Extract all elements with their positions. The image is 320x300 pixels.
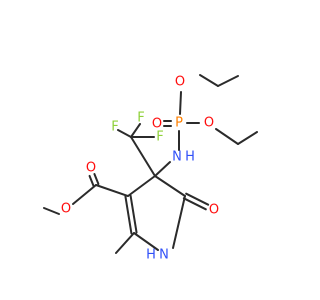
bond-line bbox=[185, 192, 210, 206]
phosphoryl-oxygen: O bbox=[152, 117, 162, 132]
bond-line bbox=[237, 131, 258, 145]
bond-line bbox=[115, 232, 135, 254]
ether-oxygen-upper: O bbox=[175, 75, 185, 90]
bond-line bbox=[124, 195, 133, 235]
bond-line bbox=[154, 175, 186, 197]
bond-line bbox=[88, 174, 95, 187]
bond-line bbox=[179, 91, 182, 115]
bond-line bbox=[154, 161, 171, 177]
bond-line bbox=[217, 75, 239, 87]
methoxy-oxygen: O bbox=[61, 202, 71, 217]
fluorine-atom-left: F bbox=[111, 120, 118, 135]
bond-line bbox=[182, 197, 207, 211]
bond-line bbox=[43, 207, 60, 215]
bond-line bbox=[130, 123, 141, 138]
ether-oxygen-lower: O bbox=[204, 116, 214, 131]
molecule-structure: O O P O F F F N H O O O N H bbox=[43, 74, 258, 263]
bond-line bbox=[133, 232, 159, 251]
bond-line bbox=[93, 173, 100, 186]
bond-layer bbox=[43, 74, 258, 254]
carbonyl-oxygen-ester: O bbox=[86, 161, 96, 176]
bond-line bbox=[215, 128, 239, 145]
bond-line bbox=[130, 136, 156, 177]
fluorine-atom-top: F bbox=[137, 111, 144, 126]
phosphorus-atom: P bbox=[175, 116, 183, 131]
bond-line bbox=[127, 175, 156, 197]
fluorine-atom-right: F bbox=[156, 130, 163, 145]
lactam-oxygen: O bbox=[209, 203, 219, 218]
bond-line bbox=[72, 184, 97, 205]
bond-line bbox=[199, 74, 219, 87]
ring-hydrogen: H bbox=[146, 248, 156, 263]
bond-line bbox=[172, 195, 186, 249]
amine-hydrogen: H bbox=[185, 150, 195, 165]
bond-line bbox=[117, 129, 132, 138]
bond-line bbox=[129, 194, 138, 234]
bond-line bbox=[95, 184, 129, 197]
ring-nitrogen: N bbox=[159, 248, 169, 263]
atom-label-layer: O O P O F F F N H O O O N H bbox=[61, 75, 219, 263]
amine-nitrogen: N bbox=[172, 150, 182, 165]
